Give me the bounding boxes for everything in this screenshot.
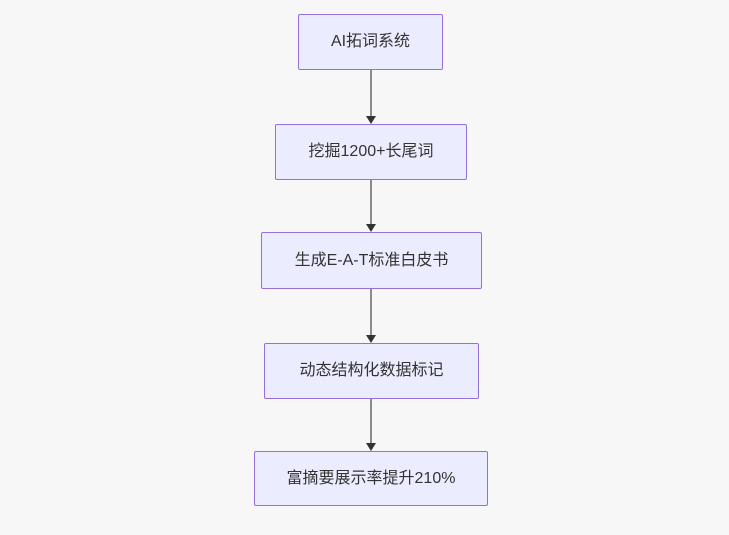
arrow-line	[370, 70, 372, 117]
node-label: 生成E-A-T标准白皮书	[294, 251, 449, 269]
node-label: 富摘要展示率提升210%	[286, 469, 456, 487]
arrow-connector-3	[366, 289, 376, 343]
node-dynamic-structured-data-markup: 动态结构化数据标记	[264, 343, 479, 399]
arrowhead-down-icon	[366, 335, 376, 343]
arrow-line	[370, 399, 372, 444]
node-label: AI拓词系统	[330, 33, 411, 50]
node-ai-keyword-expansion-system: AI拓词系统	[298, 14, 443, 70]
arrowhead-down-icon	[366, 443, 376, 451]
node-label: 挖掘1200+长尾词	[308, 143, 434, 160]
node-eat-whitepaper-generation: 生成E-A-T标准白皮书	[261, 232, 482, 289]
arrow-connector-2	[366, 180, 376, 232]
node-longtail-keyword-mining: 挖掘1200+长尾词	[275, 124, 467, 180]
arrowhead-down-icon	[366, 116, 376, 124]
node-rich-snippet-rate-increase: 富摘要展示率提升210%	[254, 451, 488, 506]
arrow-line	[370, 180, 372, 225]
arrow-connector-1	[366, 70, 376, 124]
arrowhead-down-icon	[366, 224, 376, 232]
node-label: 动态结构化数据标记	[299, 362, 444, 379]
arrow-line	[370, 289, 372, 336]
arrow-connector-4	[366, 399, 376, 451]
